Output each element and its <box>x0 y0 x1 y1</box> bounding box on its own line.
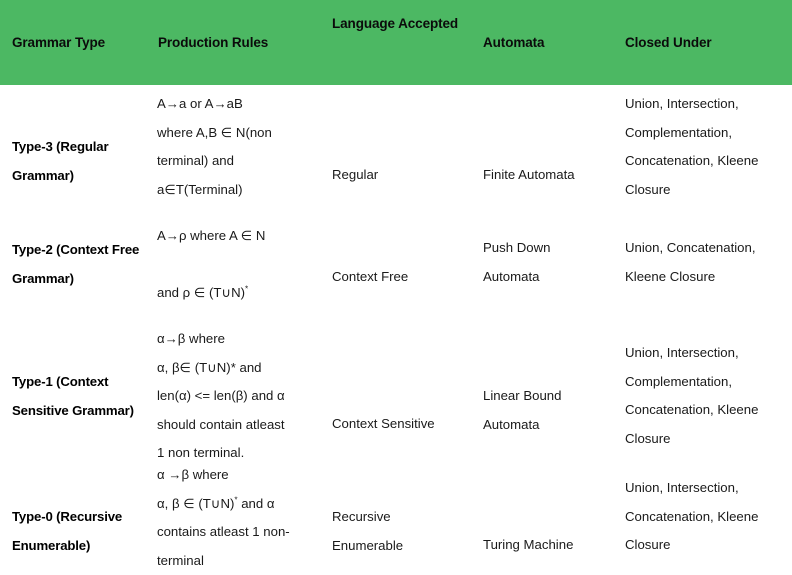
cell-closed-under: Union, Concatenation, Kleene Closure <box>625 240 756 284</box>
cell-grammar-type: Type-3 (Regular Grammar) <box>12 139 109 183</box>
cell-language-accepted: Recursive Enumerable <box>332 509 404 553</box>
cell-closed-under: Union, Intersection, Concatenation, Klee… <box>625 480 759 552</box>
column-header-language-accepted: Language Accepted <box>332 16 459 31</box>
cell-production-rules: α→β where α, β∈ (T∪N)* and len(α) <= len… <box>157 331 285 460</box>
table-row: Type-1 (Context Sensitive Grammar) α→β w… <box>0 320 792 460</box>
cell-closed-under: Union, Intersection, Complementation, Co… <box>625 96 759 197</box>
cell-automata: Turing Machine <box>483 537 574 552</box>
cell-language-accepted: Context Free <box>332 269 409 284</box>
table-row: Type-3 (Regular Grammar) A→a or A→aB whe… <box>0 85 792 215</box>
production-rule-text-2: and ρ ∈ (T∪N)* <box>157 284 249 300</box>
cell-automata: Finite Automata <box>483 167 575 182</box>
cell-grammar-type: Type-0 (Recursive Enumerable) <box>12 509 123 553</box>
column-header-automata: Automata <box>483 35 545 50</box>
table-header-row: Grammar Type Production Rules Language A… <box>0 0 792 85</box>
cell-grammar-type: Type-1 (Context Sensitive Grammar) <box>12 374 134 418</box>
production-rule-text: A→ρ where A ∈ N <box>157 228 266 243</box>
cell-language-accepted: Regular <box>332 167 379 182</box>
production-rule-text-3: contains atleast 1 non- <box>157 524 290 539</box>
cell-production-rules: A→a or A→aB where A,B ∈ N(non terminal) … <box>157 96 272 197</box>
table-row: Type-0 (Recursive Enumerable) α →β where… <box>0 455 792 568</box>
cell-language-accepted: Context Sensitive <box>332 416 435 431</box>
cell-production-rules: α →β where α, β ∈ (T∪N)* and α contains at… <box>157 461 332 575</box>
column-header-closed-under: Closed Under <box>625 35 712 50</box>
cell-grammar-type: Type-2 (Context Free Grammar) <box>12 242 140 286</box>
production-rule-text: α →β where <box>157 467 229 482</box>
production-rule-text-4: terminal <box>157 552 204 568</box>
column-header-grammar-type: Grammar Type <box>12 35 106 50</box>
kleene-star-superscript: * <box>234 495 238 505</box>
cell-production-rules: A→ρ where A ∈ N and ρ ∈ (T∪N)* <box>157 222 332 308</box>
cell-closed-under: Union, Intersection, Complementation, Co… <box>625 345 759 446</box>
cell-automata: Push Down Automata <box>483 240 551 284</box>
cell-automata: Linear Bound Automata <box>483 388 562 432</box>
column-header-production-rules: Production Rules <box>158 35 269 50</box>
production-rule-text-2: α, β ∈ (T∪N)* and α <box>157 495 275 511</box>
table-row: Type-2 (Context Free Grammar) A→ρ where … <box>0 215 792 320</box>
kleene-star-superscript: * <box>245 284 249 294</box>
